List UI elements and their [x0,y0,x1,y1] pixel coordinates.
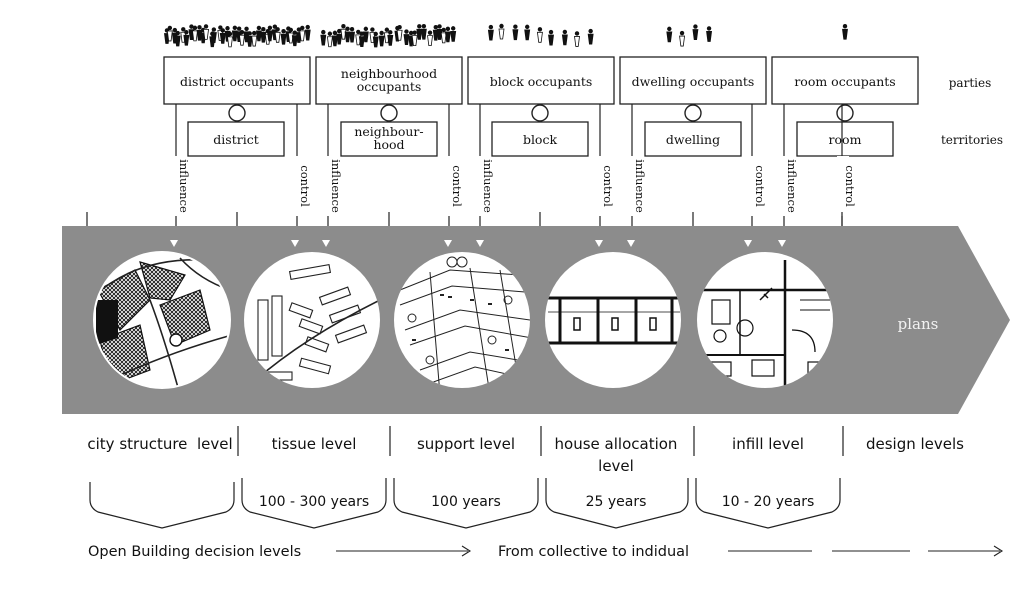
years-house-allocation: 25 years [586,494,647,510]
occupant-label: district occupants [180,74,294,89]
open-building-label: Open Building decision levels [88,544,301,560]
influence-label: influence [177,159,191,213]
years-support: 100 years [431,494,501,510]
arrow-markers [170,240,786,247]
territory-label: block [523,132,558,147]
open-building-arrow [336,545,472,557]
territory-label: room [829,132,862,147]
people-icon-group [666,24,713,47]
level-braces [89,478,841,529]
occupant-label: room occupants [794,74,895,89]
territory-label: dwelling [666,132,720,147]
plan-support [394,252,530,388]
crowd-icons [164,23,848,48]
occupant-box-dwelling: dwelling occupants [619,56,767,105]
influence-label-bg [475,156,487,216]
occupant-label: dwelling occupants [632,74,755,89]
occupant-box-block: block occupants [467,56,615,105]
level-label-tissue: tissue level [272,435,357,453]
plans-label: plans [898,315,939,333]
control-label-bg [292,156,304,216]
level-label-support: support level [417,435,515,453]
plan-tissue [244,252,380,388]
level-label-design: design levels [866,435,964,453]
occupant-box-district: district occupants [163,56,311,105]
level-ticks [86,212,843,228]
control-label-bg [444,156,456,216]
years-infill: 10 - 20 years [722,494,815,510]
influence-label-bg [323,156,335,216]
territory-box-neighbourhood: neighbour-hood [340,121,438,157]
influence-label: influence [633,159,647,213]
legend-parties: parties [949,76,992,90]
control-label: control [601,165,615,207]
control-label-bg [595,156,607,216]
control-label-bg [837,156,849,216]
collective-to-individual-arrow [728,545,1004,557]
connector-circle [684,104,702,122]
territory-label: neighbour-hood [354,124,423,152]
influence-label-bg [627,156,639,216]
level-dividers [237,426,844,456]
plan-house-allocation [545,252,681,388]
people-icon-group [320,23,457,48]
connector-circle [836,104,854,122]
level-label-city-structure: city structure level [87,435,232,453]
connector-circle [380,104,398,122]
connector-circles [228,104,854,122]
control-label: control [450,165,464,207]
legend-territories: territories [941,133,1003,147]
influence-label: influence [481,159,495,213]
level-label-infill: infill level [732,435,804,453]
people-icon-group [164,24,311,48]
plan-infill [697,252,833,388]
influence-label: influence [329,159,343,213]
territory-box-district: district [187,121,285,157]
influence-label-bg [779,156,791,216]
control-label: control [753,165,767,207]
territory-label: district [213,132,258,147]
collective-to-individual-label: From collective to indidual [498,544,689,560]
relation-lines: influence control influence control influenc… [171,104,857,230]
control-label-bg [747,156,759,216]
years-tissue: 100 - 300 years [259,494,369,510]
control-label: control [298,165,312,207]
people-icon-group [487,23,594,47]
occupant-box-room: room occupants [771,56,919,105]
influence-label-bg [171,156,183,216]
territory-box-dwelling: dwelling [644,121,742,157]
control-label: control [843,165,857,207]
occupant-label: block occupants [490,74,593,89]
territory-box-room: room [796,121,894,157]
connector-circle [531,104,549,122]
connector-circle [228,104,246,122]
influence-label: influence [785,159,799,213]
people-icon-group [842,24,848,40]
territory-box-block: block [491,121,589,157]
